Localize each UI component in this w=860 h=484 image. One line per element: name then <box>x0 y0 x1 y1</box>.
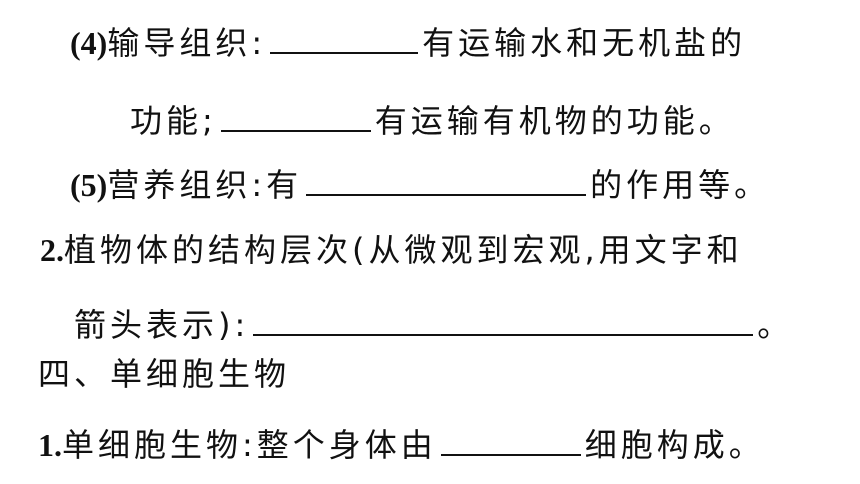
question-text: 箭头表示): <box>74 306 250 344</box>
question-number: 2. <box>40 232 64 268</box>
item-4-line2: 功能; 有运输有机物的功能。 <box>130 100 735 141</box>
item-label: 营养组织:有 <box>107 166 303 204</box>
section-heading: 四、单细胞生物 <box>38 354 290 394</box>
item-text: 有运输水和无机盐的 <box>422 24 747 62</box>
answer-blank-5[interactable] <box>440 424 581 456</box>
answer-blank-3[interactable] <box>306 164 587 196</box>
item-number: (5) <box>70 167 108 203</box>
item-text: 的作用等。 <box>590 166 771 204</box>
item-5-line: (5) 营养组织:有 的作用等。 <box>70 164 770 205</box>
answer-blank-2[interactable] <box>220 100 371 132</box>
item-text: 功能; <box>130 102 217 140</box>
question-2-line2: 箭头表示): 。 <box>74 304 793 345</box>
question-text: 单细胞生物:整个身体由 <box>62 426 437 464</box>
item-number: (4) <box>70 25 108 61</box>
item-label: 输导组织: <box>107 24 267 62</box>
section-title: 四、单细胞生物 <box>38 355 291 393</box>
answer-blank-1[interactable] <box>270 22 419 54</box>
question-text: 。 <box>757 306 794 344</box>
question-1-line: 1. 单细胞生物:整个身体由 细胞构成。 <box>38 424 765 465</box>
question-2-line1: 2. 植物体的结构层次(从微观到宏观,用文字和 <box>40 230 743 270</box>
answer-blank-4[interactable] <box>253 304 754 336</box>
question-text: 植物体的结构层次(从微观到宏观,用文字和 <box>64 231 743 269</box>
item-text: 有运输有机物的功能。 <box>374 102 735 140</box>
question-number: 1. <box>38 427 62 463</box>
question-text: 细胞构成。 <box>584 426 765 464</box>
item-4-line1: (4) 输导组织: 有运输水和无机盐的 <box>70 22 746 63</box>
